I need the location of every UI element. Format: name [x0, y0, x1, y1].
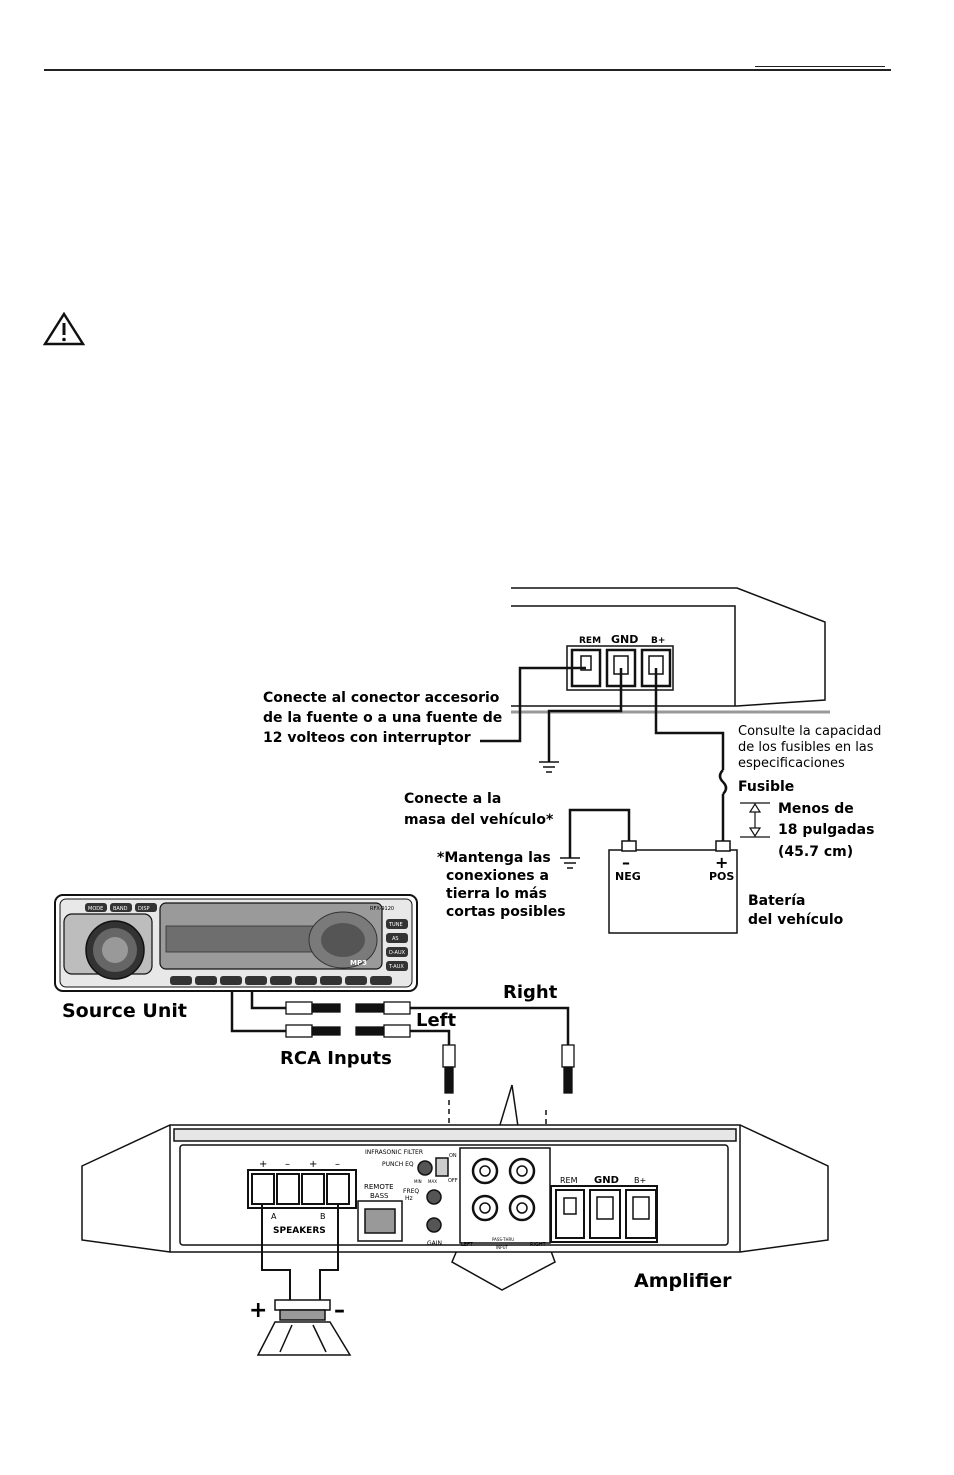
speaker-wires	[261, 1204, 339, 1300]
infrasonic-filter-label: INFRASONIC FILTER	[365, 1149, 423, 1156]
connect-ground-line-1: Conecte a la	[404, 791, 501, 807]
spk-sign-3: +	[309, 1159, 317, 1170]
spk-sign-2: –	[285, 1159, 290, 1170]
top-amp-rem-label: REM	[579, 636, 601, 646]
fuse-capacity-line-1: Consulte la capacidad	[738, 724, 881, 739]
input-right-label: RIGHT	[530, 1242, 547, 1248]
battery	[608, 840, 738, 934]
header-rule	[44, 69, 891, 71]
distance-line-1: Menos de	[778, 801, 854, 817]
remote-bass-line-2: BASS	[370, 1192, 389, 1200]
channel-a-label: A	[271, 1212, 277, 1221]
warning-icon	[43, 312, 85, 346]
ground-note-line-4: cortas posibles	[446, 904, 566, 920]
battery-neg-label: NEG	[615, 870, 641, 883]
head-unit-mp3: MP3	[350, 959, 367, 967]
speaker	[256, 1299, 352, 1356]
max-label: MAX	[428, 1179, 437, 1184]
pass-thru-label: PASS-THRU	[492, 1237, 514, 1242]
head-unit-side-btn-2: AS	[392, 936, 399, 942]
hz-label: Hz	[405, 1195, 413, 1202]
left-label: Left	[416, 1010, 457, 1031]
speakers-label: SPEAKERS	[273, 1226, 326, 1236]
header-rule-short	[755, 66, 885, 67]
ground-symbol-1	[539, 761, 559, 773]
channel-b-label: B	[320, 1212, 326, 1221]
rca-cables	[230, 990, 570, 1045]
battery-plus-sign: +	[715, 853, 728, 872]
top-amplifier	[511, 587, 830, 714]
ground-note-line-2: conexiones a	[446, 868, 549, 884]
amplifier-label: Amplifier	[634, 1270, 732, 1292]
connect-accessory-line-3: 12 volteos con interruptor	[263, 730, 471, 746]
rca-inputs-label: RCA Inputs	[280, 1048, 392, 1069]
battery-label-line-2: del vehículo	[748, 912, 844, 928]
amp-bplus-label: B+	[634, 1176, 646, 1185]
head-unit-side-btn-1: TUNE	[388, 922, 403, 928]
min-label: MIN	[414, 1179, 422, 1184]
spk-sign-1: +	[259, 1159, 267, 1170]
connect-accessory-line-1: Conecte al conector accesorio	[263, 690, 500, 706]
head-unit-btn-band: BAND	[113, 906, 128, 912]
on-label: ON	[449, 1153, 457, 1159]
bottom-amplifier	[81, 1124, 829, 1253]
input-left-label: LEFT	[461, 1242, 474, 1248]
connect-ground-line-2: masa del vehículo*	[404, 812, 554, 828]
head-unit-side-btn-4: T-AUX	[388, 964, 404, 970]
ground-symbol-2	[560, 857, 580, 869]
remote-bass-line-1: REMOTE	[364, 1183, 394, 1191]
top-amp-gnd-label: GND	[611, 633, 638, 646]
amp-gnd-label: GND	[594, 1175, 619, 1186]
punch-eq-label: PUNCH EQ	[382, 1161, 414, 1168]
freq-label: FREQ	[403, 1188, 419, 1195]
power-wires	[480, 666, 728, 858]
distance-line-3: (45.7 cm)	[778, 844, 853, 860]
gain-label: GAIN	[427, 1240, 442, 1247]
head-unit-model: RFX-9120	[370, 906, 394, 912]
fuse-capacity-line-3: especificaciones	[738, 756, 845, 771]
right-label: Right	[503, 982, 558, 1003]
rca-plugs	[285, 1001, 575, 1094]
off-label: OFF	[448, 1178, 458, 1184]
distance-line-2: 18 pulgadas	[778, 822, 874, 838]
head-unit-side-btn-3: D-AUX	[389, 950, 406, 956]
battery-label-line-1: Batería	[748, 893, 805, 909]
ground-note-line-3: tierra lo más	[446, 886, 547, 902]
head-unit	[54, 894, 418, 992]
amp-rem-label: REM	[560, 1176, 578, 1185]
head-unit-btn-disp: DISP	[138, 906, 150, 912]
head-unit-btn-mode: MODE	[88, 906, 103, 912]
speaker-minus-label: –	[334, 1298, 345, 1323]
source-unit-label: Source Unit	[62, 1000, 187, 1022]
input-label: INPUT	[496, 1245, 509, 1250]
fuse-label: Fusible	[738, 779, 794, 795]
battery-minus-sign: –	[622, 853, 630, 872]
top-amp-bplus-label: B+	[651, 636, 665, 646]
spk-sign-4: –	[335, 1159, 340, 1170]
connect-accessory-line-2: de la fuente o a una fuente de	[263, 710, 502, 726]
speaker-plus-label: +	[249, 1298, 267, 1323]
battery-pos-label: POS	[709, 870, 734, 883]
ground-note-line-1: *Mantenga las	[437, 850, 551, 866]
fuse-capacity-line-2: de los fusibles en las	[738, 740, 874, 755]
distance-indicator	[740, 802, 770, 838]
